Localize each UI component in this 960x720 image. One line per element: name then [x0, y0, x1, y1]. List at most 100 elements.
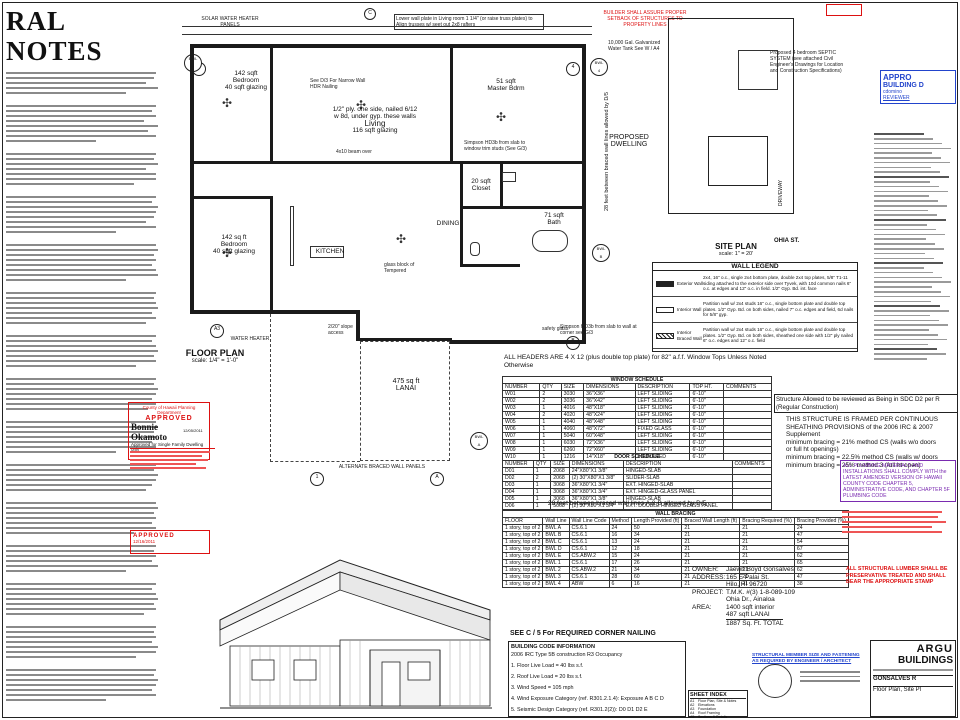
table-cell: LEFT SLIDING	[634, 439, 691, 447]
table-cell: BWL C	[542, 538, 570, 546]
notes-paragraph-gap	[6, 618, 161, 623]
column-header: DIMENSIONS	[568, 460, 624, 468]
column-header: Wall Line	[542, 517, 570, 525]
notes-text-line	[6, 464, 156, 466]
table-cell: 1 story, top of 2	[501, 531, 544, 539]
table-cell: 48"X18"	[583, 404, 636, 412]
column-header: TOP HT.	[689, 383, 725, 391]
room-dining: DINING	[436, 220, 460, 227]
notes-text-line	[6, 72, 156, 74]
red-right-notes	[842, 508, 956, 536]
right-notes-line	[874, 228, 936, 231]
notes-text-line	[6, 178, 156, 180]
building-code-line: 5. Seismic Design Category (ref. R301.2(…	[511, 707, 648, 713]
table-cell: 72"X36"	[583, 439, 636, 447]
sdc-note: Structure Allowed to be reviewed as Bein…	[774, 394, 958, 413]
alternate-braced-callout: ALTERNATE BRACED WALL PANELS	[338, 464, 426, 470]
table-cell: 34	[630, 566, 683, 574]
table-cell: 1 story, top of 2	[501, 524, 544, 532]
building-code-line: 2. Roof Live Load = 20 lbs s.f.	[511, 674, 583, 680]
right-notes-line	[874, 224, 927, 226]
wall-type-description: Partition wall w/ 2x4 studs 16" o.c., si…	[703, 301, 854, 318]
right-notes-line	[874, 348, 937, 350]
safety-glass-callout: safety glass	[542, 326, 569, 332]
corner-nailing-note: SEE C / 5 For REQUIRED CORNER NAILING	[510, 630, 656, 637]
table-cell: BWL E	[542, 552, 570, 560]
table-cell: LEFT SLIDING	[634, 411, 691, 419]
notes-text-line	[6, 312, 152, 314]
table-cell: 21	[739, 524, 795, 532]
notes-text-line	[6, 527, 156, 529]
notes-text-line	[6, 598, 158, 600]
notes-text-line	[6, 489, 146, 491]
notes-text-line	[6, 302, 156, 304]
table-cell: 38	[793, 580, 849, 588]
table-cell: 6'-10"	[689, 390, 725, 398]
right-notes-line	[874, 137, 933, 140]
toilet-icon	[470, 242, 480, 256]
alternate-braced-panels-outline	[270, 314, 360, 462]
beam-callout: 4x10 beam over	[336, 149, 372, 155]
right-notes-line	[874, 142, 942, 145]
table-cell: 21	[681, 580, 741, 588]
notes-text-line	[6, 110, 152, 112]
column-header: COMMENTS	[723, 383, 772, 391]
general-notes-column: RAL NOTES	[6, 6, 161, 712]
column-header: Braced Wall Length (ft)	[681, 517, 741, 525]
notes-text-line	[6, 694, 156, 696]
column-header: SIZE	[550, 460, 570, 468]
review-notes-red	[130, 448, 215, 471]
sheet-name: Roof Framing	[698, 711, 720, 715]
notes-text-line	[6, 674, 154, 676]
building-code-line: 3. Wind Speed = 105 mph	[511, 685, 574, 691]
column-header: DESCRIPTION	[634, 383, 691, 391]
table-cell: 36"X80"X1 3/4"	[568, 488, 624, 496]
notes-text-line	[6, 163, 158, 165]
table-cell: (2) 30"X80"X1 3/4"	[568, 502, 624, 510]
notes-text-line	[6, 168, 146, 170]
table-cell: 24"X80"X1 3/8"	[568, 467, 624, 475]
table-cell	[723, 390, 772, 398]
notes-text-line	[6, 656, 136, 658]
right-notes-line	[874, 257, 934, 260]
column-header: DIMENSIONS	[583, 383, 636, 391]
notes-paragraph-gap	[6, 370, 161, 375]
right-notes-line	[874, 166, 931, 169]
wall-type-name: Interior Wall	[677, 306, 702, 312]
notes-text-line	[6, 636, 156, 638]
column-header: SIZE	[560, 383, 585, 391]
table-cell: 28	[608, 573, 632, 581]
table-cell: 1	[532, 488, 552, 496]
sink-icon	[502, 172, 516, 182]
right-notes-line	[874, 267, 924, 269]
table-cell: CS.6.1	[568, 524, 610, 532]
notes-paragraph-gap	[6, 494, 161, 499]
wall-type-swatch	[656, 280, 674, 287]
column-header: NUMBER	[501, 383, 541, 391]
table-cell: W06	[501, 425, 541, 433]
room-lanai: 475 sq ft LANAI	[392, 378, 420, 392]
grid-bubble-c: C	[364, 8, 376, 20]
right-notes-line	[874, 147, 951, 150]
sheet-name: Foundation	[698, 707, 716, 711]
right-notes-line	[874, 176, 949, 178]
table-cell: W07	[501, 432, 541, 440]
table-cell: D06	[502, 502, 534, 510]
table-cell: 1 story, top of 2	[501, 573, 544, 581]
septic-system-outline	[738, 50, 778, 90]
notes-text-line	[6, 105, 156, 107]
simpson-corner-callout: Simpson HD3b from slab to wall at corner…	[560, 324, 637, 336]
notes-text-line	[6, 570, 126, 572]
table-cell: 21	[739, 552, 795, 560]
notes-text-line	[6, 403, 156, 405]
exterior-wall-north	[190, 44, 586, 48]
right-notes-line	[874, 310, 949, 312]
room-master-bedroom: 51 sqft Master Bdrm	[487, 78, 525, 92]
grid-bubble-a: A	[430, 472, 444, 486]
notes-text-line	[6, 130, 148, 132]
water-tank-note: 10,000 Gal. Galvanized Water Tank See W …	[608, 40, 661, 52]
